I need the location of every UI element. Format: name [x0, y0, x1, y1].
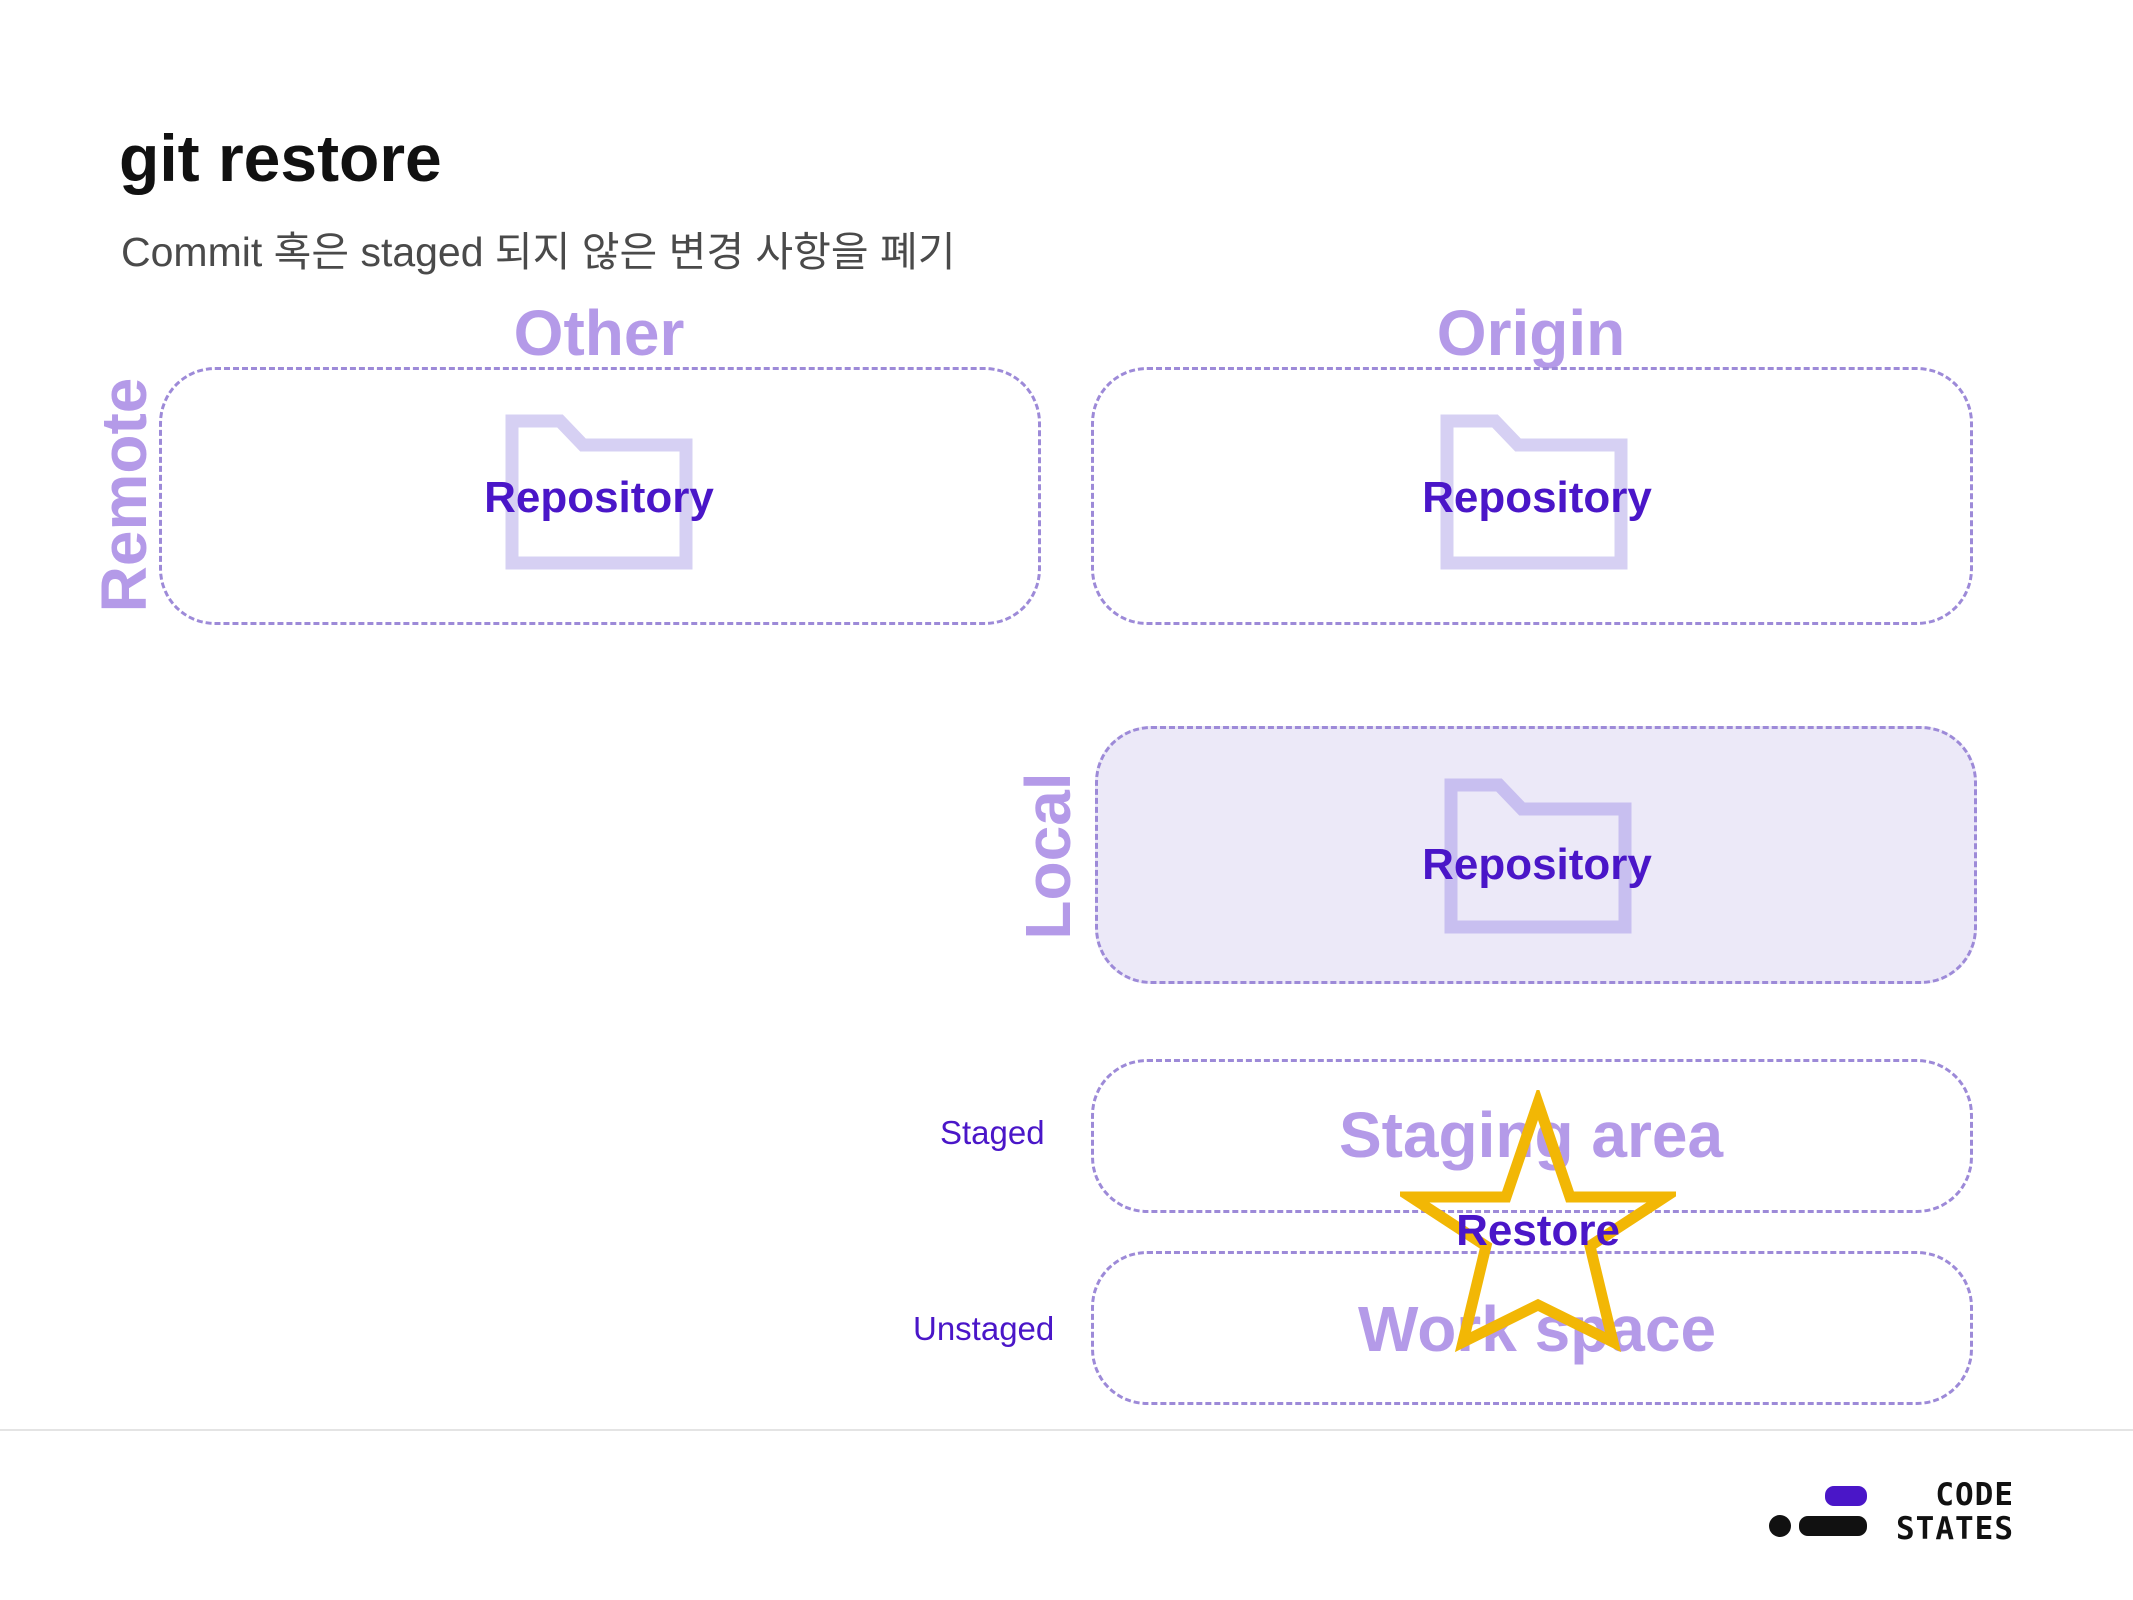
brand-line-1: CODE [1935, 1477, 2014, 1513]
origin-label: Origin [1436, 297, 1626, 369]
local-repository-box [1095, 726, 1977, 984]
star-icon [1400, 1090, 1676, 1353]
origin-repository-label: Repository [1422, 473, 1652, 522]
other-remote-box [159, 367, 1041, 625]
folder-icon [1440, 414, 1628, 570]
page-subtitle: Commit 혹은 staged 되지 않은 변경 사항을 폐기 [121, 229, 956, 275]
page-title: git restore [119, 121, 442, 195]
code-states-logo-icon [1769, 1486, 1867, 1537]
remote-label: Remote [88, 377, 160, 613]
local-repository-label: Repository [1422, 840, 1652, 889]
other-label: Other [513, 297, 685, 369]
folder-icon [1444, 778, 1632, 934]
local-label: Local [1012, 772, 1084, 940]
other-repository-label: Repository [484, 473, 714, 522]
restore-label: Restore [1456, 1206, 1620, 1255]
footer-divider [0, 1429, 2133, 1431]
origin-remote-box [1091, 367, 1973, 625]
workspace-box [1091, 1251, 1973, 1405]
brand-line-2: STATES [1896, 1511, 2014, 1547]
staged-label: Staged [940, 1114, 1045, 1151]
folder-icon [505, 414, 693, 570]
staging-area-box [1091, 1059, 1973, 1213]
unstaged-label: Unstaged [913, 1310, 1055, 1347]
